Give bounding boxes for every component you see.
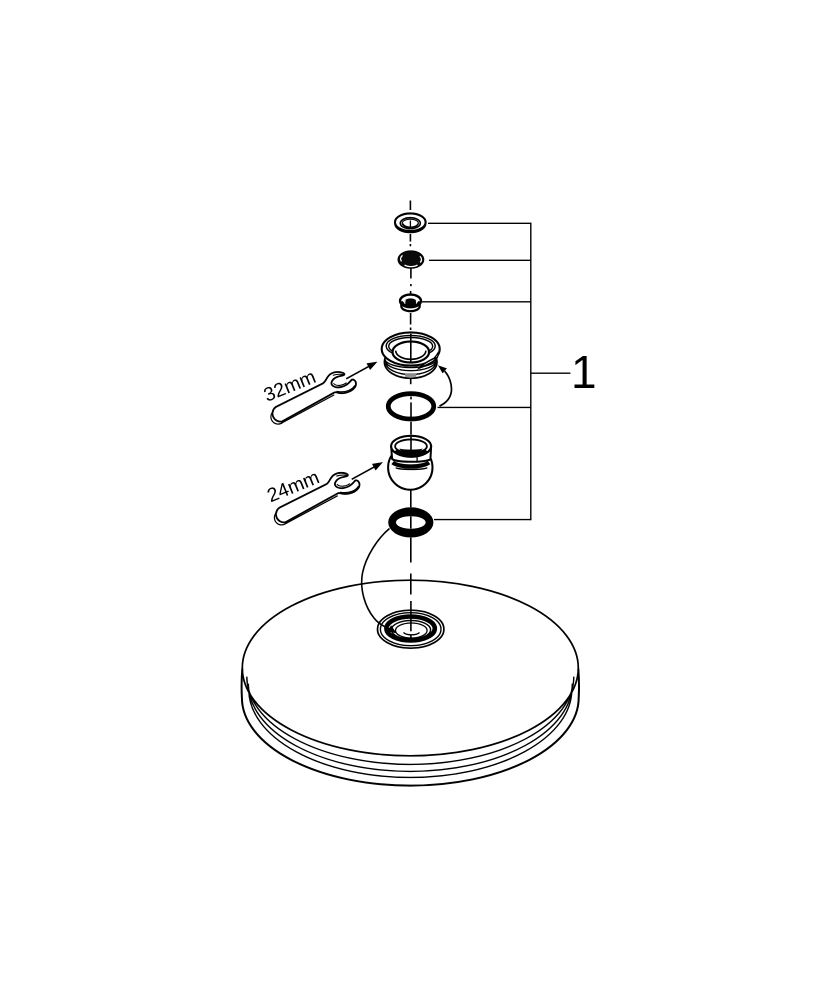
svg-text:1: 1 bbox=[571, 346, 597, 398]
